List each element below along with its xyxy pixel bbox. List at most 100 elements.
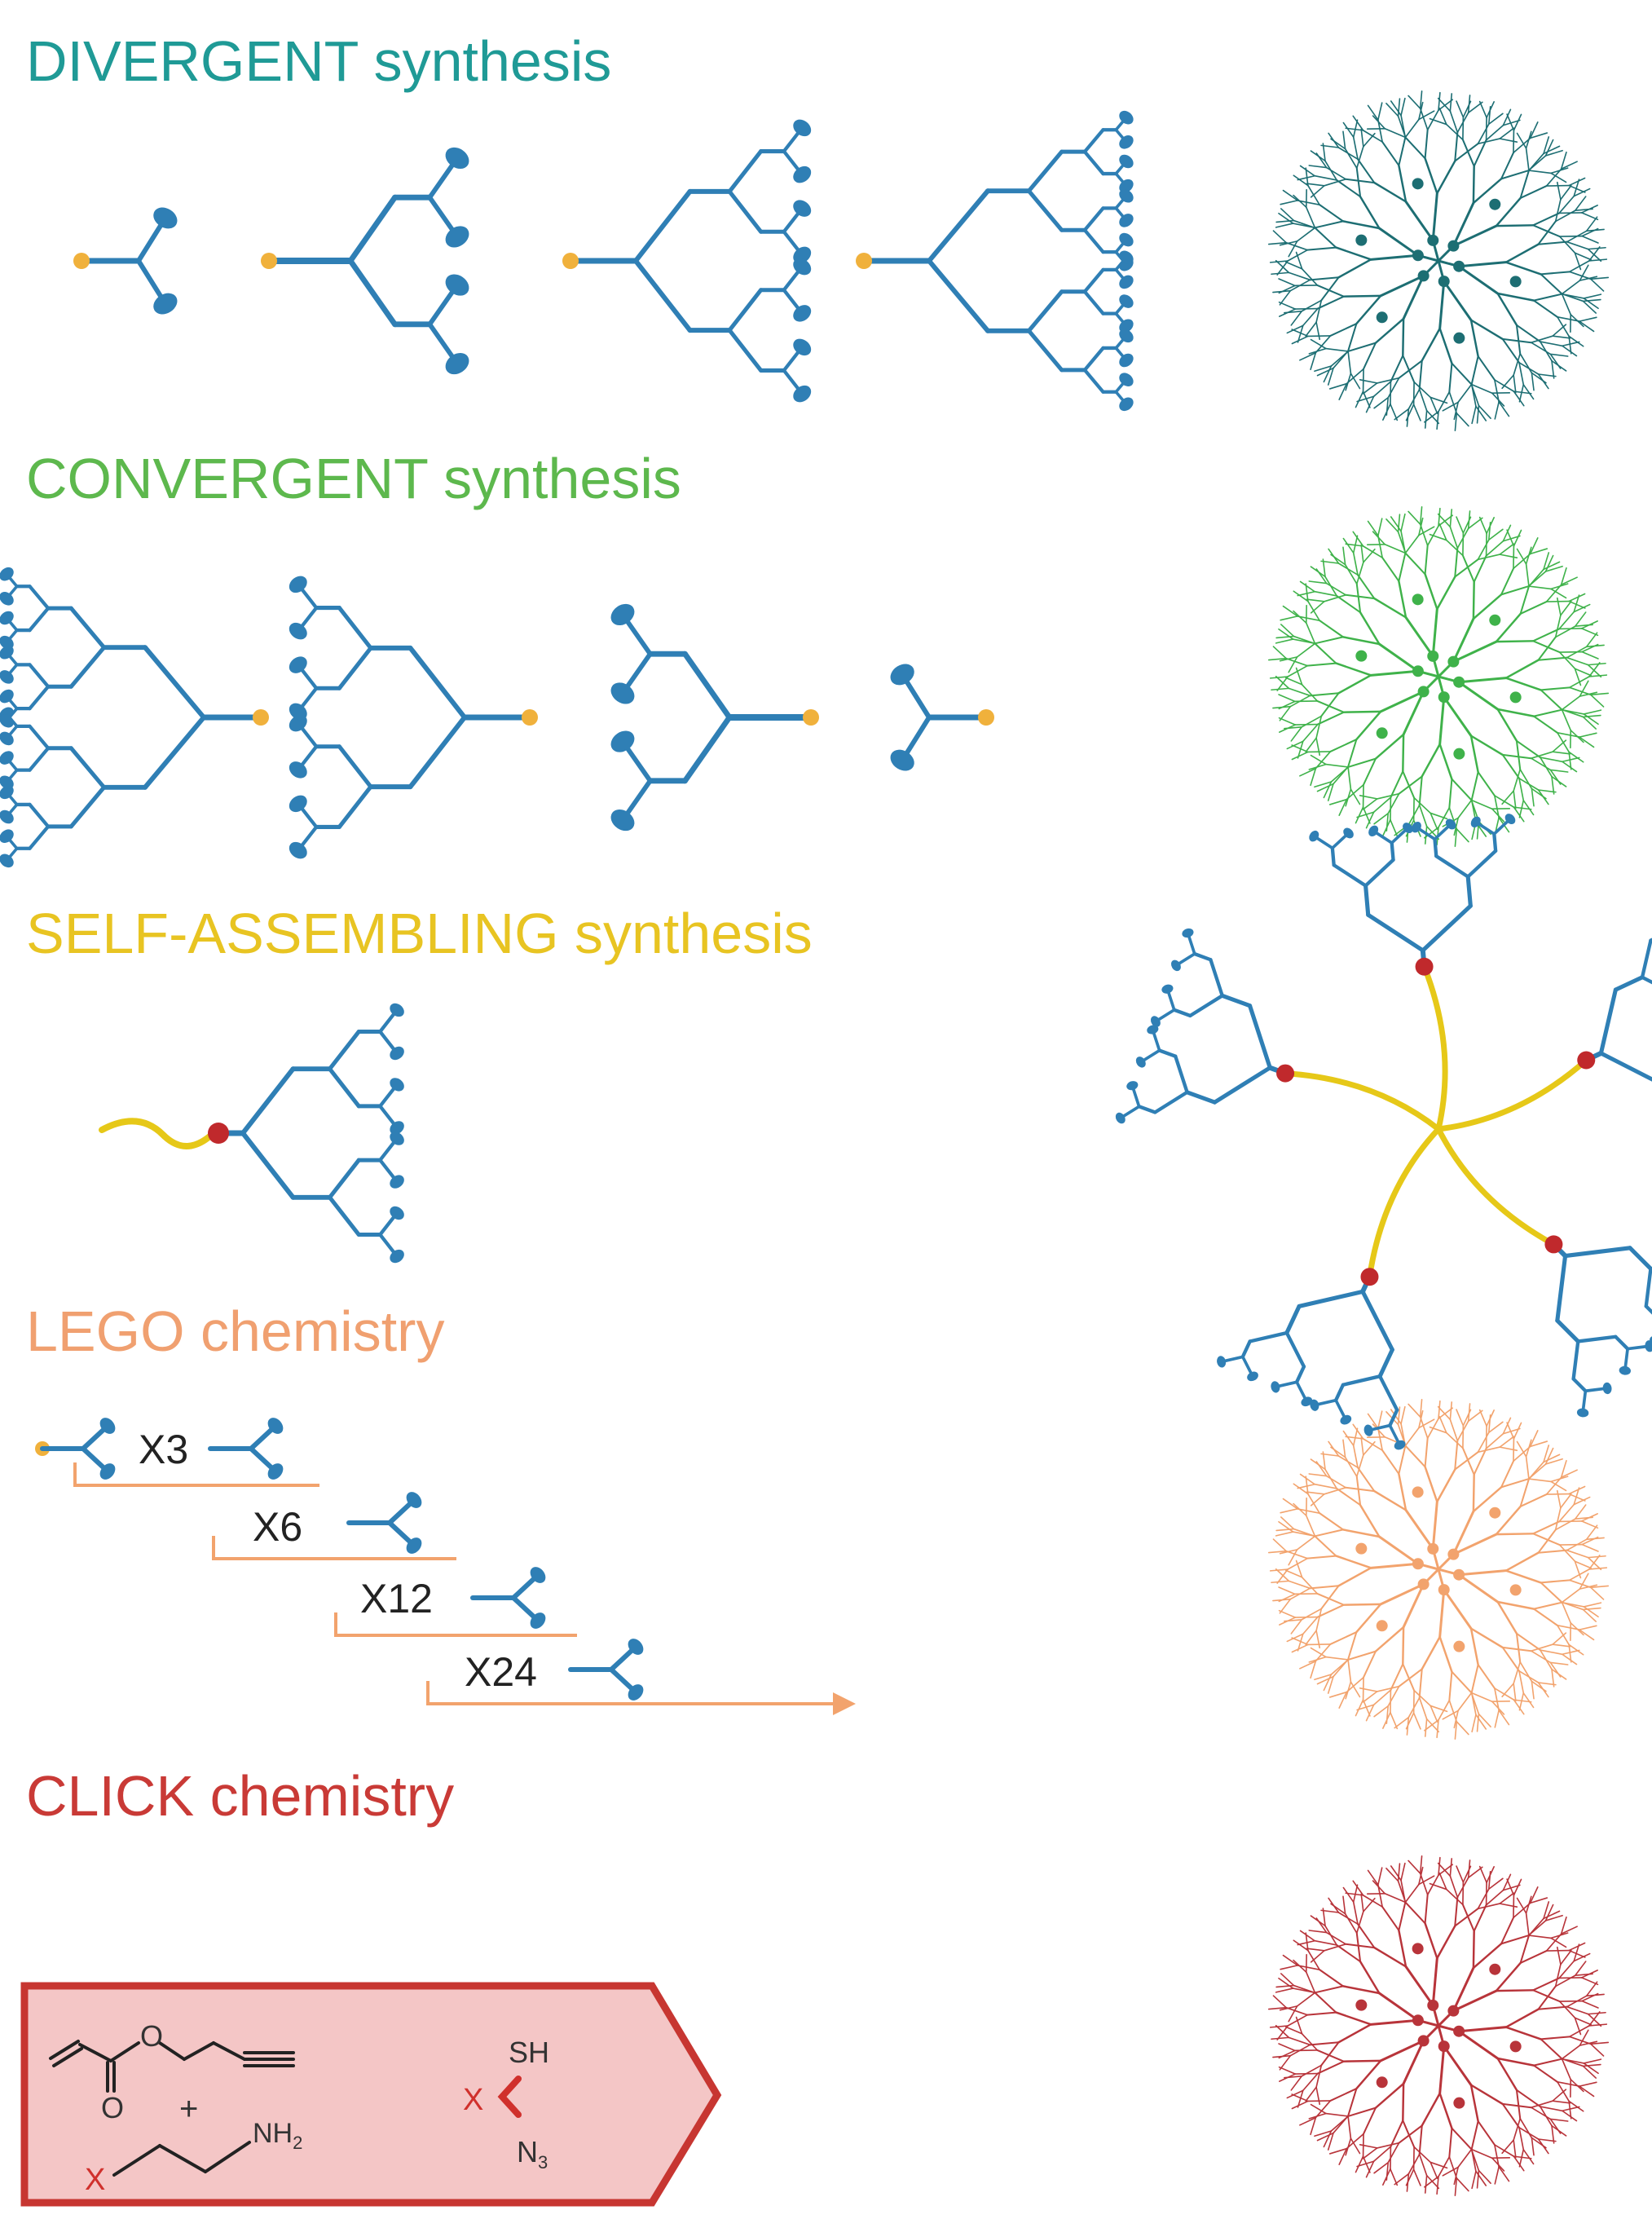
- dendrimer-branch: [1477, 771, 1496, 796]
- dendrimer-branch: [1449, 93, 1453, 112]
- dendrimer-branch: [1477, 1432, 1490, 1454]
- dendrimer-branch: [1279, 1598, 1292, 1614]
- terminal-group: [1310, 1399, 1319, 1411]
- dendrimer-branch: [1544, 554, 1554, 572]
- dendrimer-branch: [1324, 593, 1347, 602]
- branch-segment: [1363, 883, 1371, 917]
- dendrimer-branch: [1275, 638, 1294, 644]
- dendrimer-branch: [1398, 1901, 1407, 1931]
- dendrimer-branch: [1568, 2036, 1592, 2045]
- dendrimer-branch: [1518, 362, 1540, 375]
- dendrimer-branch: [1365, 811, 1375, 829]
- dendrimer-branch: [1449, 1401, 1453, 1421]
- dendrimer-branch: [1537, 1682, 1549, 1698]
- dendrimer-branch: [1533, 708, 1563, 717]
- dendrimer-branch: [1494, 1687, 1500, 1711]
- dendrimer-branch: [1527, 170, 1552, 174]
- dendrimer-branch: [1496, 1600, 1518, 1635]
- dendrimer-branch: [1443, 280, 1473, 322]
- dendrimer-branch: [1346, 783, 1364, 801]
- dendrimer-branch: [1437, 513, 1452, 528]
- dendrimer-branch: [1501, 2102, 1521, 2129]
- dendrimer-branch: [1461, 1904, 1475, 1932]
- dendrimer-branch: [1290, 726, 1303, 742]
- dendrimer-branch: [1495, 640, 1535, 643]
- branch-node: [1509, 2040, 1522, 2053]
- dendrimer-branch: [1397, 1863, 1401, 1882]
- dendrimer-branch: [1299, 1930, 1315, 1942]
- dendrimer-branch: [1513, 1699, 1532, 1703]
- dendrimer-branch: [1346, 2133, 1364, 2150]
- dendrimer-branch: [1448, 1670, 1453, 1701]
- branch-node: [1376, 2076, 1388, 2089]
- dendrimer-branch: [1467, 517, 1483, 530]
- dendrimer-branch: [1272, 705, 1292, 709]
- hydrophobic-tail: [1435, 1057, 1589, 1132]
- click-rest: chemistry: [209, 1764, 455, 1828]
- branch-segment: [1137, 1105, 1157, 1114]
- dendrimer-branch: [1518, 778, 1525, 801]
- dendrimer-branch: [1499, 1903, 1518, 1908]
- dendrimer-branch: [1554, 210, 1576, 223]
- dendrimer-branch: [1487, 1877, 1504, 1890]
- dendrimer-branch: [1323, 365, 1333, 383]
- dendrimer-branch: [1448, 1699, 1458, 1723]
- dendrimer-branch: [1472, 178, 1503, 205]
- dendrimer-branch: [1412, 1712, 1421, 1730]
- dendrimer-branch: [1494, 2166, 1500, 2185]
- dendrimer-branch: [1269, 676, 1289, 679]
- dendrimer-branch: [1506, 529, 1515, 547]
- dendrimer-branch: [1566, 240, 1589, 250]
- dendrimer-branch: [1345, 1681, 1352, 1700]
- dendrimer-branch: [1557, 732, 1580, 738]
- dendrimer-branch: [1333, 350, 1349, 369]
- dendrimer-branch: [1513, 2117, 1522, 2141]
- dendrimer-branch: [1560, 1493, 1572, 1509]
- dendrimer-branch: [1329, 2088, 1358, 2102]
- terminal-group: [628, 1684, 644, 1701]
- branch-segment: [1377, 1374, 1399, 1412]
- dendrimer-branch: [1499, 1436, 1515, 1448]
- dendrimer-branch: [1267, 657, 1287, 661]
- dendrimer-branch: [1540, 273, 1563, 295]
- dendrimer-branch: [1394, 1716, 1410, 1729]
- dendrimer-branch: [1494, 2144, 1500, 2168]
- dendrimer-branch: [1478, 404, 1491, 420]
- dendrimer-branch: [1363, 2107, 1377, 2135]
- dendrimer-branch: [1452, 1966, 1475, 2013]
- dendrimer-branch: [1457, 1569, 1508, 1577]
- dendrimer-branch: [1356, 395, 1375, 403]
- dendrimer-branch: [1347, 1658, 1352, 1683]
- dendrimer-branch: [1544, 1914, 1563, 1921]
- dendrimer-branch: [1404, 1965, 1434, 2007]
- dendrimer-branch: [1297, 615, 1320, 621]
- dendrimer-branch: [1316, 2049, 1345, 2062]
- dendrimer-branch: [1471, 1714, 1477, 1733]
- divergent-dendrimer: [1267, 90, 1610, 432]
- terminal-group: [1602, 1382, 1612, 1395]
- dendrimer-branch: [1500, 585, 1530, 596]
- branch-segment: [633, 188, 693, 263]
- dendrimer-branch: [1379, 274, 1425, 298]
- dendrimer-branch: [1499, 127, 1515, 139]
- dendrimer-branch: [1269, 2025, 1289, 2028]
- dendrimer-branch: [1573, 187, 1591, 197]
- dendrimer-branch: [1587, 2013, 1602, 2027]
- dendrimer-branch: [1438, 108, 1447, 126]
- dendrimer-branch: [1513, 1445, 1531, 1462]
- dendrimer-branch: [1412, 404, 1421, 421]
- dendrimer-branch: [1288, 1580, 1311, 1590]
- terminal-group: [99, 1463, 116, 1480]
- dendrimer-branch: [1579, 2085, 1595, 2098]
- dendrimer-branch: [1363, 132, 1376, 148]
- dendrimer-branch: [1486, 517, 1495, 535]
- dendrimer-branch: [1499, 554, 1518, 559]
- dendrimer-branch: [1413, 1689, 1432, 1707]
- dendrimer-branch: [1580, 1970, 1598, 1979]
- core-dot: [522, 709, 538, 726]
- dendrimer-branch: [1405, 2168, 1415, 2186]
- core-dot: [253, 709, 269, 726]
- branch-segment: [1192, 951, 1213, 962]
- dendrimer-branch: [1284, 1618, 1303, 1622]
- dendrimer-branch: [1279, 240, 1298, 246]
